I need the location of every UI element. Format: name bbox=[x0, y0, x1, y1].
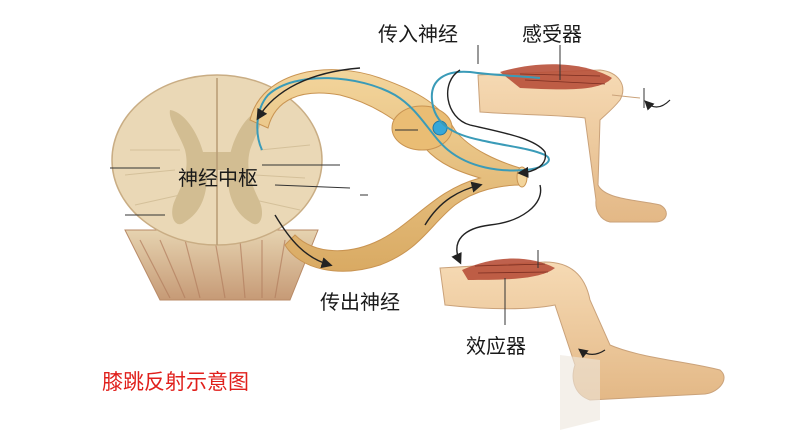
ganglion-cell-icon bbox=[432, 120, 448, 136]
effector-label: 效应器 bbox=[466, 334, 526, 358]
receptor-label: 感受器 bbox=[522, 22, 582, 46]
leader-lines bbox=[110, 45, 645, 325]
upper-leg bbox=[477, 64, 667, 223]
signal-arrows bbox=[256, 67, 671, 359]
diagram-title: 膝跳反射示意图 bbox=[102, 370, 249, 394]
lower-leg bbox=[439, 258, 725, 430]
afferent-nerve-label: 传入神经 bbox=[378, 22, 458, 46]
nerve-center-label: 神经中枢 bbox=[178, 166, 258, 190]
gray-matter bbox=[169, 78, 263, 245]
efferent-nerve-label: 传出神经 bbox=[320, 290, 400, 314]
